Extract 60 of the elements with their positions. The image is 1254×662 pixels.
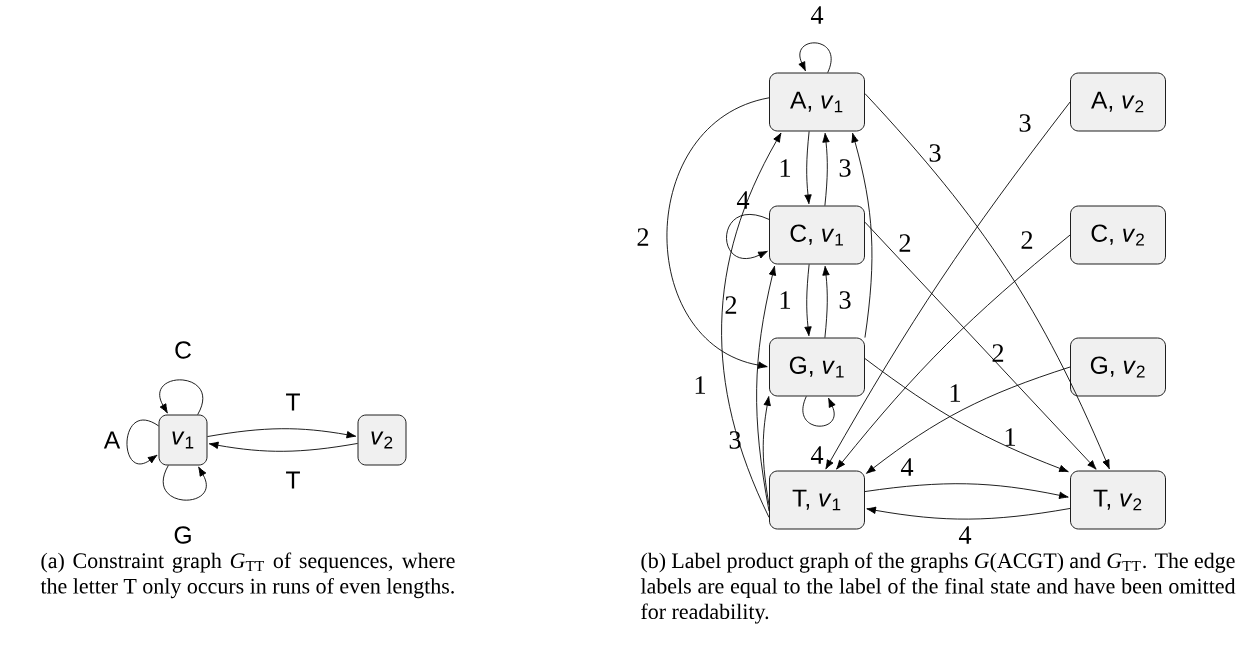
edge-label: 1 [780, 291, 790, 309]
state-box: A, v$_{1}$ [769, 72, 865, 132]
edge-label: C [175, 341, 191, 359]
state-box: G, v$_{1}$ [769, 337, 865, 397]
arrow [721, 132, 782, 518]
edge-label: 4 [958, 526, 972, 544]
arrow [207, 428, 357, 439]
state-box: A, v$_{2}$ [1070, 72, 1166, 132]
arrow [822, 132, 830, 206]
edge-label: 2 [637, 228, 649, 246]
state-box: T, v$_{2}$ [1070, 470, 1166, 530]
edge-label: G [174, 526, 191, 544]
edge-label: 1 [950, 384, 960, 402]
arrow [159, 379, 204, 415]
arrow [864, 483, 1069, 499]
edge-label: 2 [992, 344, 1004, 362]
edge-label: 2 [725, 296, 737, 314]
caption: (b) Label product graph of the graphs G(ACGT) and G$_{TT}$. The edge labels are equal to the label of the final state and have been omitted for readability. [640, 552, 1236, 624]
edge-label: A [103, 431, 121, 449]
state-box: C, v$_{1}$ [769, 205, 865, 265]
state-box: v$_{1}$ [158, 414, 208, 466]
arrow [866, 506, 1071, 520]
arrow [822, 265, 830, 338]
arrow [804, 264, 812, 337]
edge-label: 2 [1021, 231, 1033, 249]
edge-label: 3 [839, 291, 851, 309]
arrow [726, 214, 770, 259]
edge-label: 4 [736, 191, 750, 209]
edge-label: 3 [929, 144, 941, 162]
arrow [864, 93, 1110, 470]
edge-label: 4 [810, 6, 824, 24]
state-box: C, v$_{2}$ [1070, 205, 1166, 265]
arrow [762, 396, 771, 506]
arrow [836, 234, 1071, 470]
arrow [756, 265, 777, 512]
edge-label: 3 [729, 431, 741, 449]
arrow [825, 101, 1071, 470]
edge-label: T [286, 471, 300, 489]
edge-label: 2 [899, 234, 911, 252]
edge-label: 3 [1019, 114, 1031, 132]
edge-label: 3 [839, 159, 851, 177]
edge-label: T [286, 393, 300, 411]
state-box: T, v$_{1}$ [769, 470, 865, 530]
arrow [798, 42, 832, 73]
arrow [864, 221, 1097, 470]
arrow [851, 132, 873, 338]
state-box: G, v$_{2}$ [1070, 337, 1166, 397]
arrow [208, 441, 358, 452]
edge-label: 1 [695, 376, 705, 394]
state-box: v$_{2}$ [357, 414, 407, 466]
edge-label: 1 [1005, 428, 1015, 446]
arrow [802, 396, 836, 427]
arrow [126, 419, 159, 465]
arrow [666, 97, 770, 369]
edge-label: 4 [900, 458, 914, 476]
edge-label: 4 [810, 446, 824, 464]
arrow [162, 465, 207, 501]
edge-label: 1 [780, 159, 790, 177]
caption: (a) Constraint graph G$_{TT}$ of sequences, where the letter T only occurs in runs of even lengths. [40, 552, 455, 599]
arrow [804, 131, 812, 205]
